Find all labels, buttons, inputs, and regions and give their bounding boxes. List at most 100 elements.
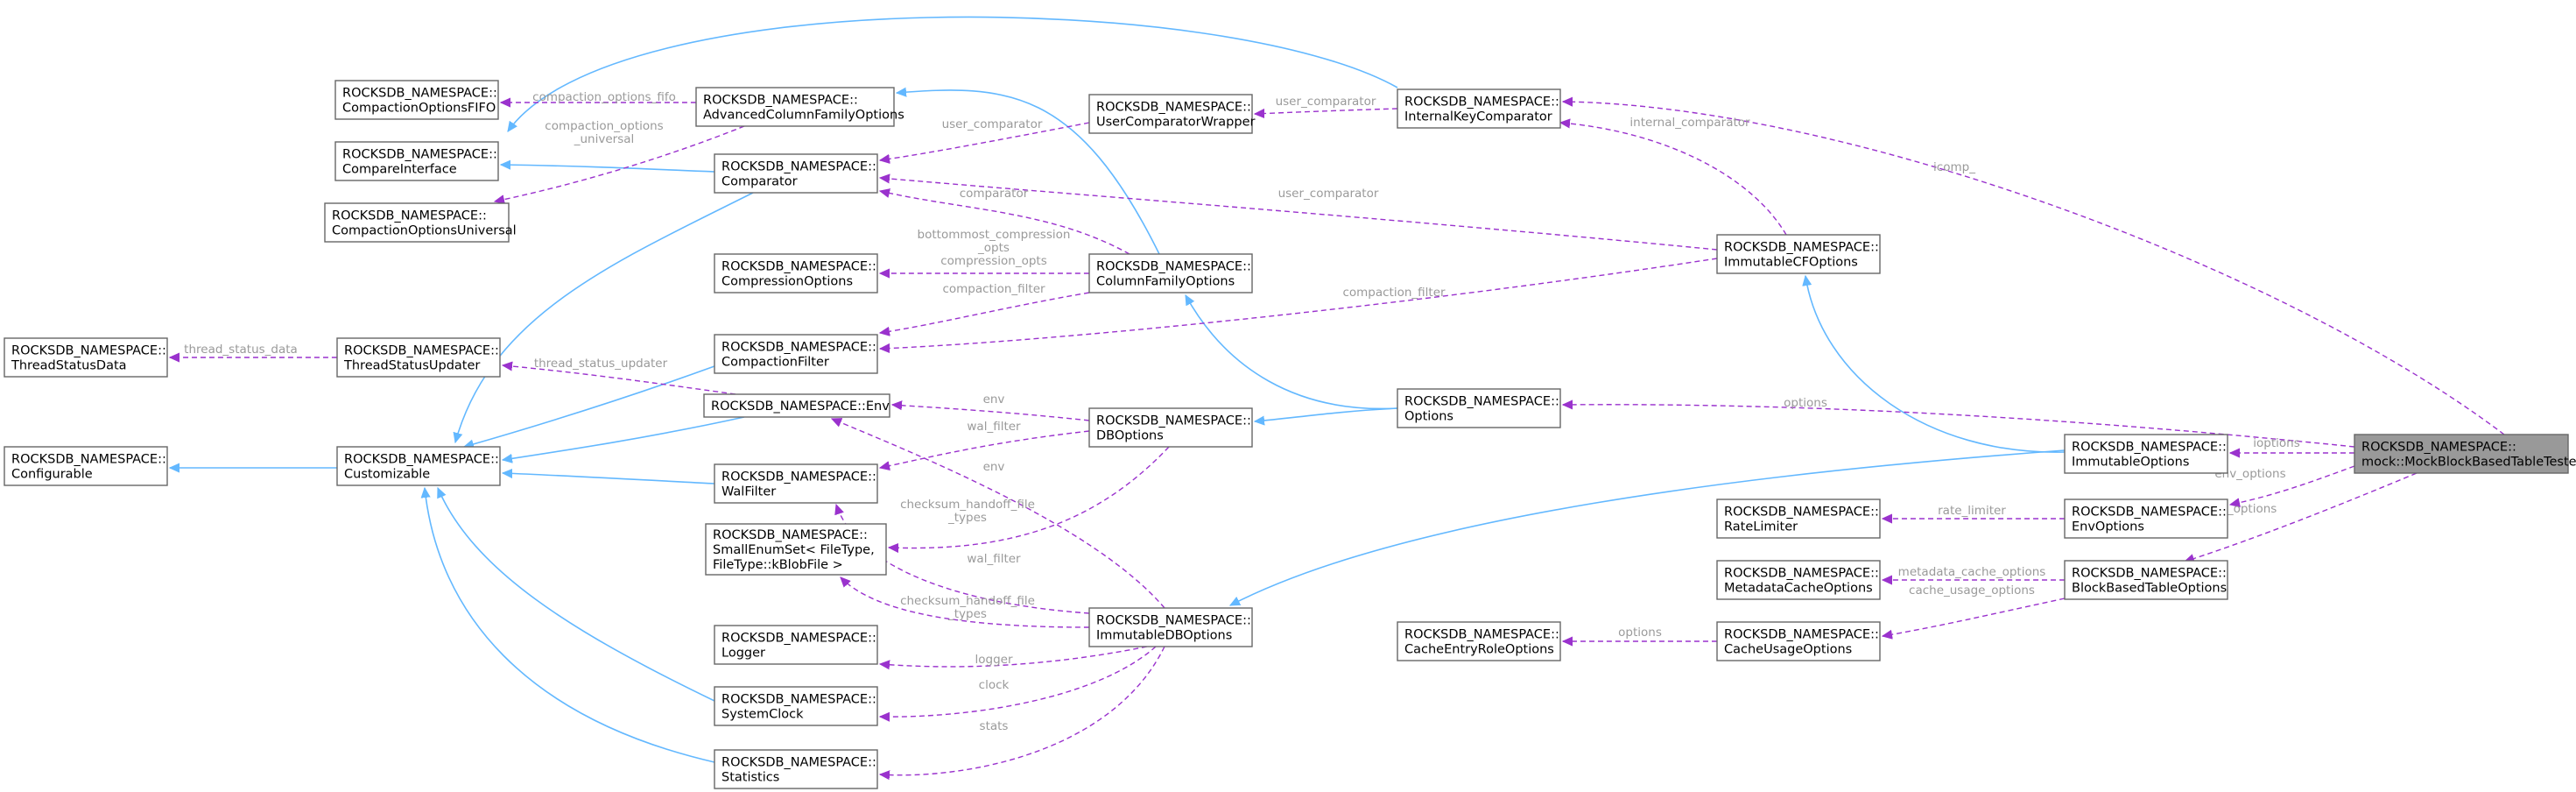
inheritance-edge-stat-cust — [425, 488, 715, 763]
class-node-opt[interactable]: ROCKSDB_NAMESPACE::Options — [1397, 388, 1561, 428]
class-node-co[interactable]: ROCKSDB_NAMESPACE::CompressionOptions — [714, 253, 878, 293]
class-node-cofifo[interactable]: ROCKSDB_NAMESPACE::CompactionOptionsFIFO — [334, 80, 499, 120]
class-node-tsd[interactable]: ROCKSDB_NAMESPACE::ThreadStatusData — [4, 337, 168, 378]
edge-label-cou-acfo: compaction_options_universal — [545, 119, 663, 146]
class-node-env[interactable]: ROCKSDB_NAMESPACE::Env — [703, 393, 890, 418]
edge-label-line: _types — [947, 607, 987, 621]
edge-label-eo-mock: env_options — [2214, 467, 2285, 481]
class-node-idbo[interactable]: ROCKSDB_NAMESPACE::ImmutableDBOptions — [1088, 607, 1253, 647]
usage-edge-sc-idbo — [880, 646, 1157, 717]
class-node-label: CacheUsageOptions — [1724, 643, 1852, 657]
class-node-cf[interactable]: ROCKSDB_NAMESPACE::CompactionFilter — [714, 334, 878, 374]
edge-label-line: _universal — [574, 132, 635, 146]
usage-edge-ikc-icfo — [1560, 123, 1787, 236]
class-node-label: SmallEnumSet< FileType, — [713, 543, 875, 557]
edge-label-cero-cuo: options — [1618, 626, 1662, 640]
class-node-box — [703, 393, 890, 418]
class-node-rl[interactable]: ROCKSDB_NAMESPACE::RateLimiter — [1716, 499, 1881, 539]
class-node-box — [336, 337, 501, 378]
class-node-box — [1397, 388, 1561, 428]
class-node-sc[interactable]: ROCKSDB_NAMESPACE::SystemClock — [714, 686, 878, 726]
class-node-label: ROCKSDB_NAMESPACE:: — [332, 209, 487, 223]
class-node-eo[interactable]: ROCKSDB_NAMESPACE::EnvOptions — [2064, 499, 2228, 539]
class-node-stat[interactable]: ROCKSDB_NAMESPACE::Statistics — [714, 749, 878, 789]
edge-label-wf-dbo: wal_filter — [967, 420, 1021, 434]
edge-label-line: _types — [947, 511, 987, 525]
class-node-bbto[interactable]: ROCKSDB_NAMESPACE::BlockBasedTableOption… — [2064, 560, 2228, 600]
class-node-box — [1088, 607, 1253, 647]
usage-edge-env-dbo — [892, 405, 1090, 421]
edge-label-line: options — [1784, 396, 1827, 410]
class-node-label: RateLimiter — [1724, 520, 1798, 534]
class-node-box — [2354, 434, 2569, 474]
edge-label-line: options — [1618, 626, 1662, 640]
class-node-conf[interactable]: ROCKSDB_NAMESPACE::Configurable — [4, 446, 168, 486]
class-node-cero[interactable]: ROCKSDB_NAMESPACE::CacheEntryRoleOptions — [1397, 621, 1561, 661]
class-node-label: FileType::kBlobFile > — [713, 558, 843, 572]
edge-label-line: ioptions — [2253, 436, 2299, 450]
class-node-label: ROCKSDB_NAMESPACE:: — [344, 453, 499, 467]
class-node-box — [1716, 560, 1881, 600]
usage-edge-wf-dbo — [880, 430, 1090, 468]
class-node-cuo[interactable]: ROCKSDB_NAMESPACE::CacheUsageOptions — [1716, 621, 1881, 661]
class-node-cmp[interactable]: ROCKSDB_NAMESPACE::Comparator — [714, 153, 878, 194]
class-node-label: ROCKSDB_NAMESPACE:: — [721, 693, 876, 707]
usage-edge-tsu-env — [503, 365, 736, 395]
class-node-ucw[interactable]: ROCKSDB_NAMESPACE::UserComparatorWrapper — [1088, 94, 1255, 134]
class-node-label: ROCKSDB_NAMESPACE:: — [2072, 567, 2227, 581]
class-node-label: Comparator — [721, 175, 798, 189]
class-node-icfo[interactable]: ROCKSDB_NAMESPACE::ImmutableCFOptions — [1716, 234, 1881, 274]
class-node-label: ROCKSDB_NAMESPACE:: — [1096, 414, 1251, 428]
class-node-label: ImmutableCFOptions — [1724, 256, 1858, 270]
class-node-ses[interactable]: ROCKSDB_NAMESPACE::SmallEnumSet< FileTyp… — [705, 523, 887, 576]
edge-label-line: icomp_ — [1933, 160, 1975, 174]
class-node-label: ROCKSDB_NAMESPACE:: — [1724, 628, 1879, 642]
class-node-cfo[interactable]: ROCKSDB_NAMESPACE::ColumnFamilyOptions — [1088, 253, 1253, 293]
class-node-acfo[interactable]: ROCKSDB_NAMESPACE::AdvancedColumnFamilyO… — [695, 87, 904, 127]
edge-label-line: comparator — [960, 187, 1029, 201]
usage-edge-cuo-bbto — [1883, 598, 2066, 636]
class-node-mco[interactable]: ROCKSDB_NAMESPACE::MetadataCacheOptions — [1716, 560, 1881, 600]
inheritance-edge-io-icfo — [1805, 276, 2066, 453]
class-node-mock[interactable]: ROCKSDB_NAMESPACE::mock::MockBlockBasedT… — [2354, 434, 2576, 474]
edge-label-line: cache_usage_options — [1909, 583, 2035, 598]
class-node-log[interactable]: ROCKSDB_NAMESPACE::Logger — [714, 625, 878, 665]
class-node-io[interactable]: ROCKSDB_NAMESPACE::ImmutableOptions — [2064, 434, 2228, 474]
class-node-label: BlockBasedTableOptions — [2072, 582, 2227, 596]
class-node-label: Statistics — [721, 771, 779, 785]
class-node-ci[interactable]: ROCKSDB_NAMESPACE::CompareInterface — [334, 141, 499, 181]
class-node-box — [1088, 253, 1253, 293]
class-node-ikc[interactable]: ROCKSDB_NAMESPACE::InternalKeyComparator — [1397, 88, 1561, 129]
class-node-label: CompactionOptionsFIFO — [342, 102, 496, 116]
inheritance-edge-env-cust — [503, 416, 745, 460]
class-node-label: AdvancedColumnFamilyOptions — [703, 109, 904, 123]
edge-label-wf-idbo: wal_filter — [967, 552, 1021, 566]
edge-label-io-mock: ioptions — [2253, 436, 2299, 450]
class-node-box — [2064, 499, 2228, 539]
class-node-label: ROCKSDB_NAMESPACE:: — [713, 528, 868, 542]
class-node-box — [334, 141, 499, 181]
edge-label-tsu-env: thread_status_updater — [534, 357, 668, 371]
class-node-label: ImmutableOptions — [2072, 456, 2189, 470]
class-node-box — [714, 749, 878, 789]
class-node-label: ThreadStatusData — [11, 359, 127, 373]
inheritance-edge-opt-cfo — [1185, 295, 1398, 410]
edge-label-line: compaction_filter — [1342, 286, 1446, 300]
class-node-dbo[interactable]: ROCKSDB_NAMESPACE::DBOptions — [1088, 407, 1253, 448]
class-node-label: UserComparatorWrapper — [1096, 116, 1255, 130]
class-node-cust[interactable]: ROCKSDB_NAMESPACE::Customizable — [336, 446, 501, 486]
edge-label-line: stats — [980, 719, 1009, 733]
nodes-layer: ROCKSDB_NAMESPACE::mock::MockBlockBasedT… — [4, 80, 2576, 789]
class-node-cou[interactable]: ROCKSDB_NAMESPACE::CompactionOptionsUniv… — [324, 202, 517, 243]
edge-label-line: _opts — [977, 241, 1010, 255]
class-node-wf[interactable]: ROCKSDB_NAMESPACE::WalFilter — [714, 463, 878, 504]
class-node-label: MetadataCacheOptions — [1724, 582, 1873, 596]
usage-edge-cf-icfo — [880, 258, 1718, 349]
class-node-box — [714, 686, 878, 726]
inheritance-edge-sc-cust — [438, 488, 715, 702]
class-node-label: ROCKSDB_NAMESPACE:: — [1404, 628, 1559, 642]
edge-label-line: thread_status_updater — [534, 357, 668, 371]
class-node-tsu[interactable]: ROCKSDB_NAMESPACE::ThreadStatusUpdater — [336, 337, 501, 378]
